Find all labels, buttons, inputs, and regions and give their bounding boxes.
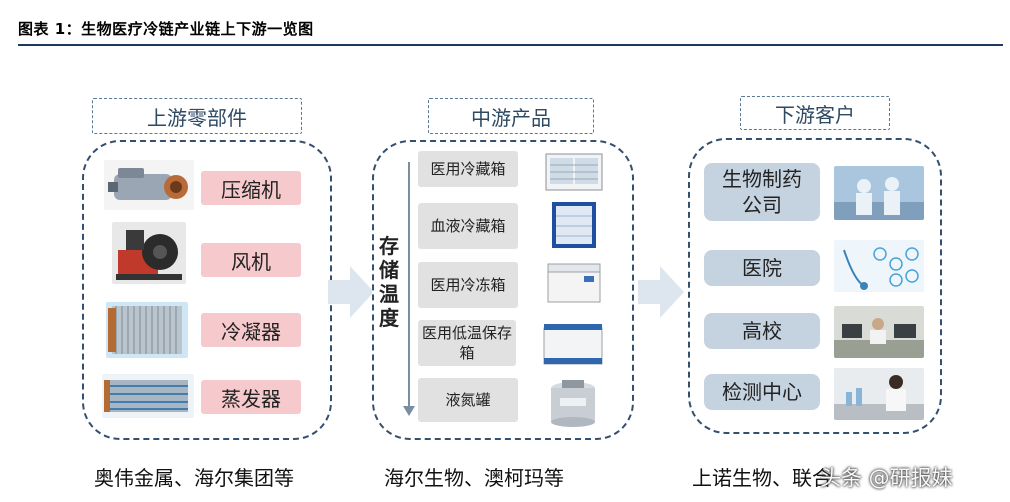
blood-refrigerator-photo: [546, 200, 602, 250]
compressor-photo: [104, 160, 194, 210]
downstream-header: 下游客户: [740, 96, 890, 130]
midstream-header: 中游产品: [428, 98, 594, 134]
blower-fan-label: 风机: [201, 243, 301, 277]
midstream-companies: 海尔生物、澳柯玛等: [384, 466, 564, 490]
flow-arrow-2: [638, 266, 684, 318]
compressor-label: 压缩机: [201, 171, 301, 205]
liquid-nitrogen-label: 液氮罐: [418, 378, 518, 422]
upstream-header: 上游零部件: [92, 98, 302, 134]
testing-center-label: 检测中心: [704, 374, 820, 410]
low-temp-storage-box-photo: [540, 318, 606, 368]
figure-title: 图表 1：生物医疗冷链产业链上下游一览图: [18, 20, 314, 38]
temp-axis-arrow: [408, 162, 410, 410]
hospital-label: 医院: [704, 250, 820, 286]
storage-temp-label: 存储温度: [379, 234, 399, 330]
biopharma-lab-photo: [834, 166, 924, 220]
blower-fan-photo: [112, 222, 186, 284]
blood-refrigerator-label: 血液冷藏箱: [418, 203, 518, 249]
downstream-companies: 上诺生物、联合: [692, 466, 832, 490]
medical-refrigerator-label: 医用冷藏箱: [418, 151, 518, 187]
upstream-companies: 奥伟金属、海尔集团等: [94, 466, 294, 490]
title-rule: [18, 44, 1003, 46]
university-lab-photo: [834, 306, 924, 358]
flow-arrow-1: [328, 266, 374, 318]
biopharma-label: 生物制药公司: [704, 163, 820, 221]
evaporator-label: 蒸发器: [201, 380, 301, 414]
medical-refrigerator-photo: [544, 152, 604, 192]
watermark: 头条 @研报妹: [820, 466, 953, 490]
medical-freezer-photo: [544, 260, 604, 304]
low-temp-storage-label: 医用低温保存箱: [418, 320, 516, 366]
evaporator-photo: [102, 374, 194, 418]
liquid-nitrogen-tank-photo: [540, 378, 606, 428]
medical-freezer-label: 医用冷冻箱: [418, 262, 518, 308]
condenser-photo: [106, 302, 188, 358]
hospital-doctor-photo: [834, 240, 924, 292]
testing-center-photo: [834, 368, 924, 420]
university-label: 高校: [704, 313, 820, 349]
condenser-label: 冷凝器: [201, 313, 301, 347]
temp-axis-arrow-head: [403, 406, 415, 416]
